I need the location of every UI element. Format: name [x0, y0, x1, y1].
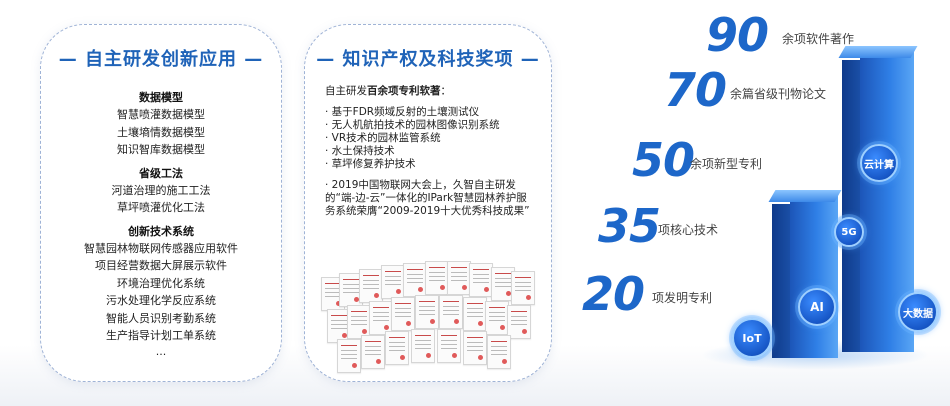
bubble-label: 5G	[841, 226, 857, 238]
innovation-card-title: — 自主研发创新应用 —	[58, 49, 264, 70]
certificate-image	[469, 263, 493, 297]
certificate-image	[391, 297, 415, 331]
certificate-image	[485, 301, 509, 335]
list-item: · VR技术的园林监管系统	[325, 132, 441, 144]
certificate-image	[463, 297, 487, 331]
list-item: · 基于FDR频域反射的土壤测试仪	[325, 106, 480, 118]
stat-software-copyrights: 90 余项软件著作	[706, 8, 886, 62]
bubble-label: 云计算	[864, 159, 894, 171]
certificate-image	[403, 263, 427, 297]
stat-label: 项核心技术	[658, 223, 719, 237]
list-item: 智能人员识别考勤系统	[106, 311, 216, 325]
section-title-provincial-methods: 省级工法	[139, 166, 183, 180]
award-text: · 2019中国物联网大会上，久智自主研发的“端-边-云”一体化的IPark智慧…	[325, 179, 530, 217]
stat-number: 70	[664, 63, 727, 117]
certificate-image	[487, 335, 511, 369]
intro-suffix: ：	[440, 85, 452, 97]
certificates-collage	[319, 257, 539, 375]
tower-side	[842, 60, 860, 352]
stat-label: 余篇省级刊物论文	[730, 87, 827, 101]
bubble-label: AI	[810, 300, 824, 314]
stat-number: 50	[632, 133, 695, 187]
ip-intro: 自主研发百余项专利软著：	[325, 83, 537, 99]
certificate-image	[447, 261, 471, 295]
list-item: 项目经营数据大屏展示软件	[95, 259, 227, 272]
certificate-image	[381, 265, 405, 299]
certificate-image	[359, 269, 383, 303]
stat-utility-patents: 50 余项新型专利	[632, 133, 792, 187]
innovation-list: 数据模型 智慧喷灌数据模型 土壤墒情数据模型 知识智库数据模型 省级工法 河道治…	[41, 87, 281, 359]
certificate-image	[463, 331, 487, 365]
iot-icon: IoT	[732, 318, 772, 358]
list-item: 草坪喷灌优化工法	[117, 201, 205, 214]
certificate-image	[411, 329, 435, 363]
innovation-applications-card: — 自主研发创新应用 — 数据模型 智慧喷灌数据模型 土壤墒情数据模型 知识智库…	[40, 24, 282, 382]
stat-label: 余项软件著作	[782, 32, 855, 46]
stat-core-tech: 35 项核心技术	[598, 199, 748, 253]
stat-label: 项发明专利	[652, 291, 713, 305]
5g-icon: 5G	[834, 217, 864, 247]
ai-icon: AI	[798, 288, 836, 326]
stat-number: 90	[706, 8, 769, 62]
tower-face	[790, 196, 838, 358]
certificate-image	[369, 301, 393, 335]
list-item: · 水土保持技术	[325, 145, 395, 157]
certificate-image	[361, 335, 385, 369]
stat-papers: 70 余篇省级刊物论文	[664, 63, 864, 117]
stat-invention-patents: 20 项发明专利	[582, 267, 732, 321]
certificate-image	[425, 261, 449, 295]
ip-awards-card: — 知识产权及科技奖项 — 自主研发百余项专利软著： · 基于FDR频域反射的土…	[304, 24, 552, 382]
list-item: 知识智库数据模型	[117, 143, 205, 156]
stat-label: 余项新型专利	[690, 157, 763, 171]
stat-number: 20	[582, 267, 645, 321]
stat-number: 35	[598, 199, 661, 253]
bubble-label: 大数据	[903, 308, 933, 320]
certificate-image	[337, 339, 361, 373]
certificate-image	[511, 271, 535, 305]
cloud-computing-icon: 云计算	[860, 144, 898, 182]
section-title-tech-systems: 创新技术系统	[128, 224, 194, 238]
list-item: 环境治理优化系统	[117, 276, 205, 290]
certificate-image	[437, 329, 461, 363]
list-item: 河道治理的施工工法	[111, 183, 211, 197]
big-data-icon: 大数据	[898, 292, 938, 332]
list-item: 污水处理化学反应系统	[106, 294, 216, 307]
bubble-label: IoT	[742, 331, 762, 345]
list-item: 土壤墒情数据模型	[117, 125, 205, 139]
tower-top	[768, 190, 842, 202]
ip-card-body: 自主研发百余项专利软著： · 基于FDR频域反射的土壤测试仪 · 无人机航拍技术…	[325, 83, 537, 218]
more-ellipsis: ...	[155, 344, 167, 358]
list-item: 智慧喷灌数据模型	[117, 108, 205, 121]
certificate-image	[439, 295, 463, 329]
certificate-image	[507, 305, 531, 339]
ip-card-title: — 知识产权及科技奖项 —	[316, 49, 540, 70]
list-item: 生产指导计划工单系统	[106, 329, 216, 342]
list-item: · 无人机航拍技术的园林图像识别系统	[325, 119, 500, 131]
certificate-image	[347, 305, 371, 339]
list-item: · 草坪修复养护技术	[325, 158, 416, 170]
section-title-data-models: 数据模型	[139, 91, 183, 104]
tower-top	[838, 46, 918, 58]
certificate-image	[415, 295, 439, 329]
certificate-image	[385, 331, 409, 365]
list-item: 智慧园林物联网传感器应用软件	[84, 241, 238, 255]
tower-side	[772, 204, 790, 358]
intro-highlight: 百余项专利软著	[367, 85, 441, 97]
intro-prefix: 自主研发	[325, 85, 367, 97]
